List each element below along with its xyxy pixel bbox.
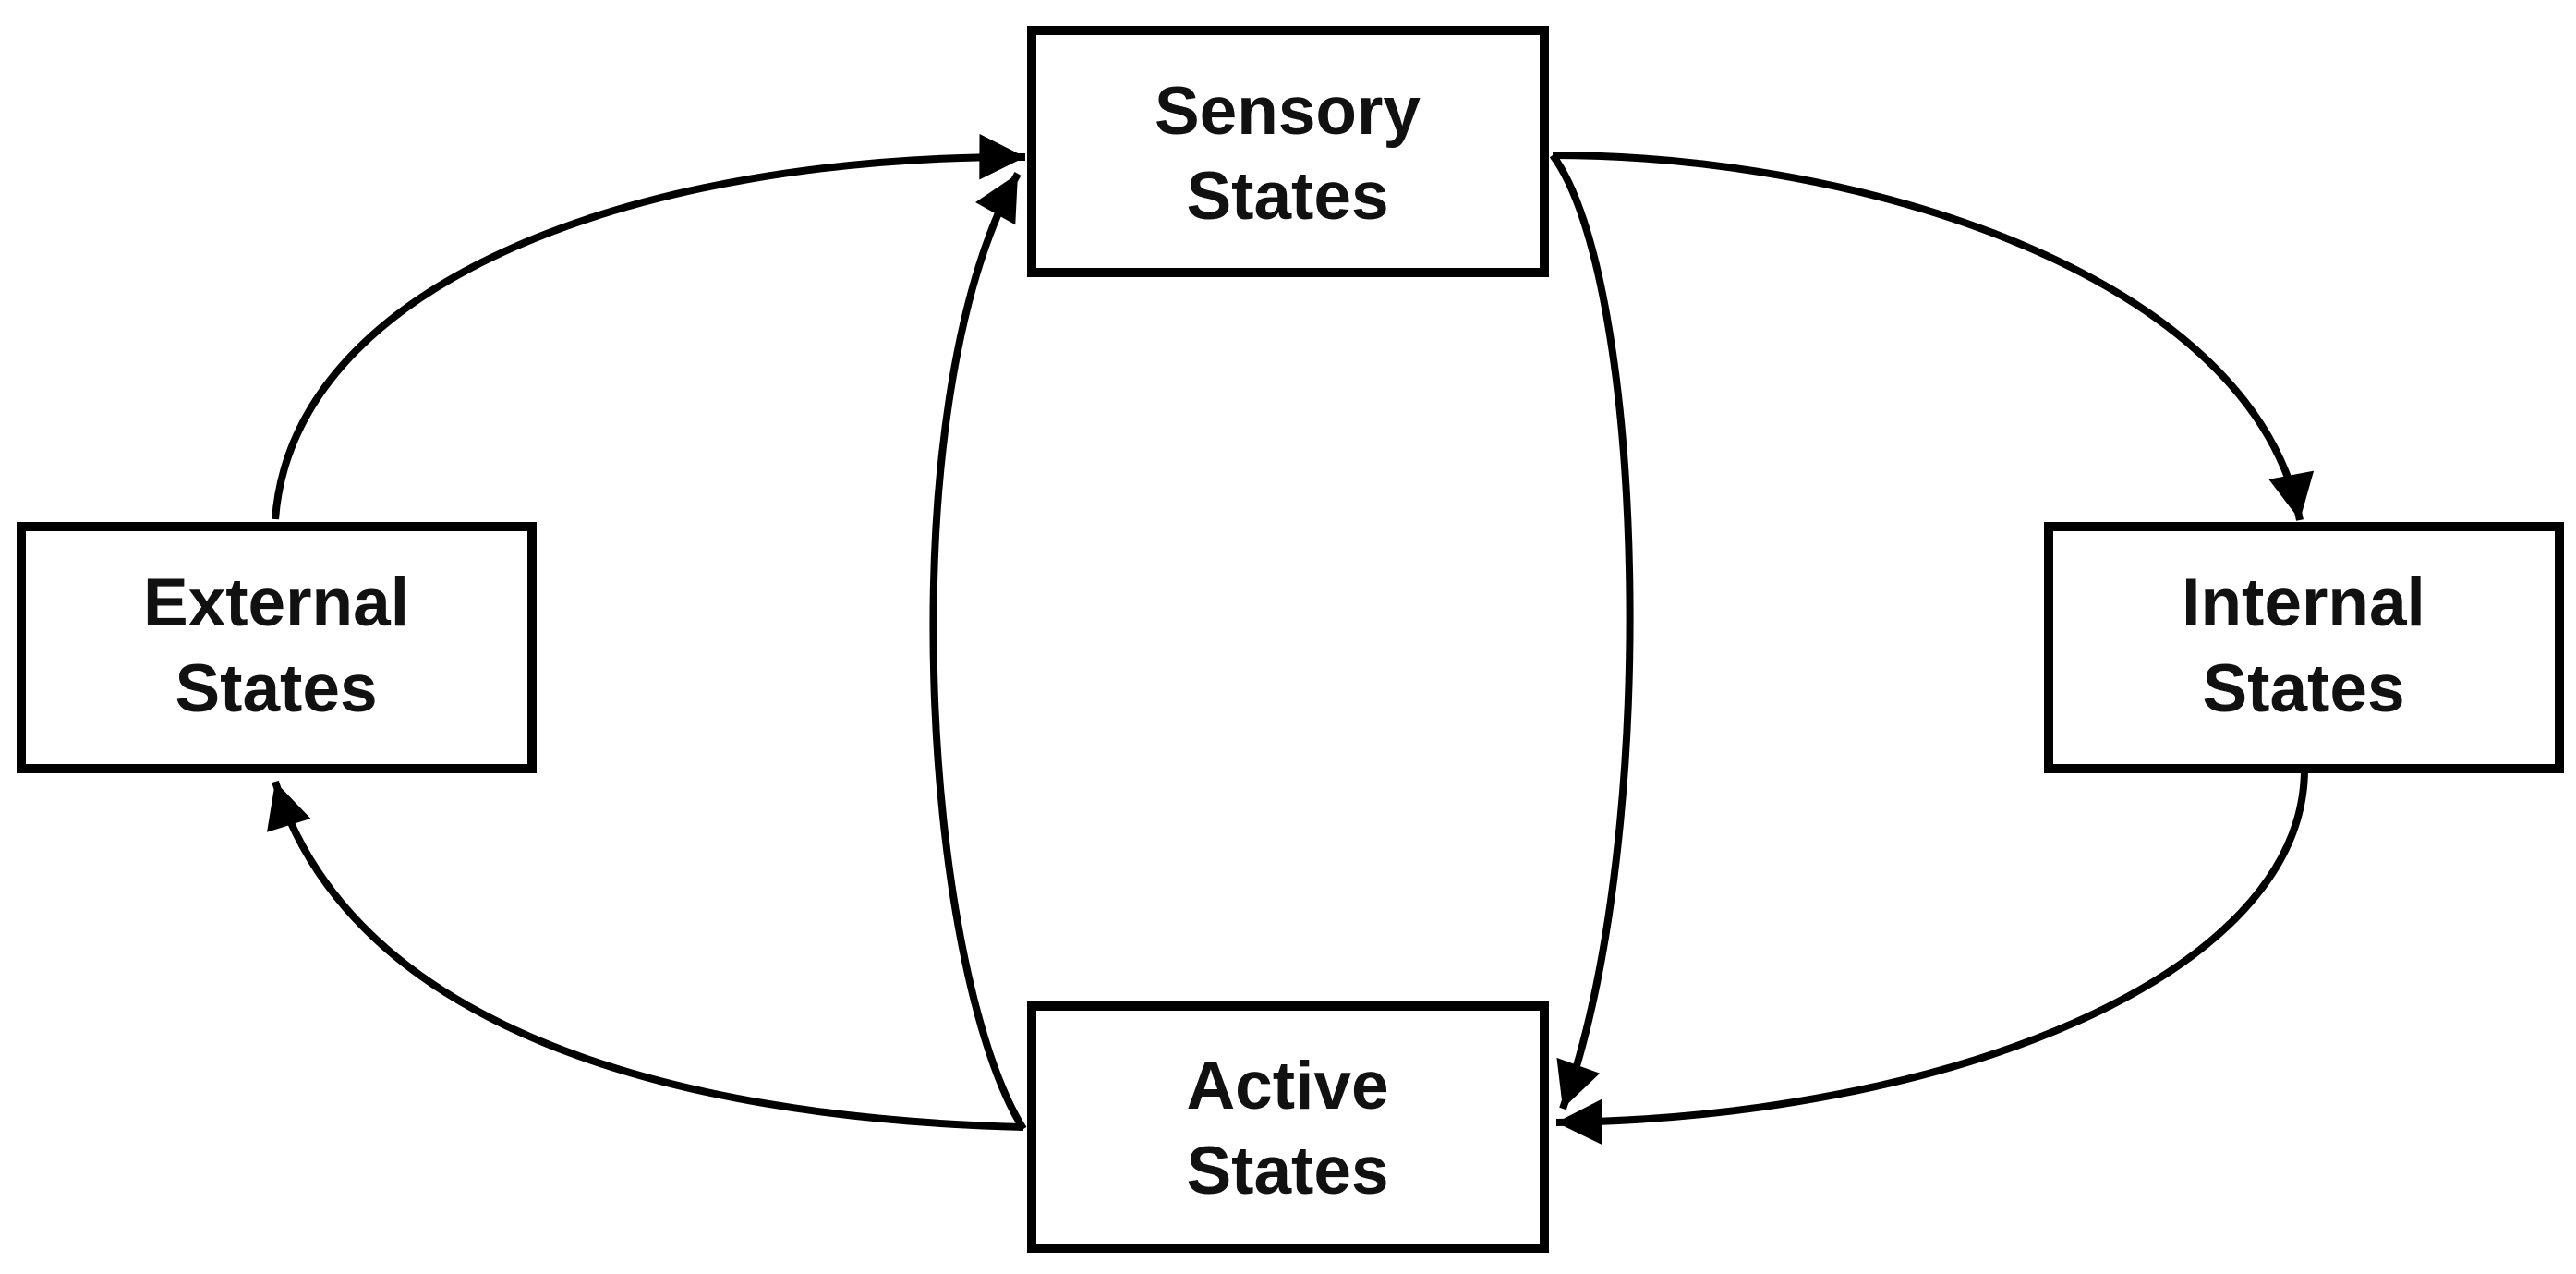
edge-external-to-sensory — [272, 133, 1026, 520]
node-label-line1: Internal — [2182, 565, 2425, 640]
node-box — [2044, 522, 2564, 773]
edge-internal-to-active — [1555, 768, 2308, 1146]
node-sensory-states: Sensory States — [1027, 26, 1549, 277]
node-label-line2: States — [1186, 159, 1388, 234]
node-box — [1027, 1001, 1549, 1253]
node-label-line1: Active — [1186, 1049, 1388, 1123]
node-label-line1: Sensory — [1155, 74, 1421, 149]
edges — [267, 133, 2315, 1146]
node-label-line1: External — [143, 565, 409, 640]
node-label-line2: States — [1186, 1134, 1388, 1208]
node-label-line2: States — [2202, 651, 2404, 726]
edge-sensory-to-active — [1549, 152, 1634, 1110]
node-external-states: External States — [17, 522, 537, 773]
edge-active-to-sensory — [929, 172, 1027, 1132]
node-internal-states: Internal States — [2044, 522, 2564, 773]
node-box — [1027, 26, 1549, 277]
edge-sensory-to-internal — [1552, 152, 2315, 521]
node-label-line2: States — [175, 651, 377, 726]
node-active-states: Active States — [1027, 1001, 1549, 1253]
node-box — [17, 522, 537, 773]
edge-active-to-external — [267, 780, 1024, 1131]
